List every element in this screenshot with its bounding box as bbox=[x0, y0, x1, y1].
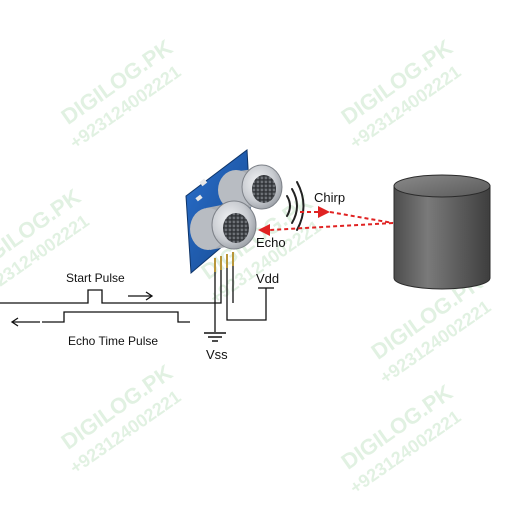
ground-symbol bbox=[204, 332, 226, 342]
start-pulse-direction-arrow bbox=[128, 291, 154, 301]
chirp-label: Chirp bbox=[314, 190, 345, 205]
sound-waves bbox=[286, 181, 305, 231]
echo-label: Echo bbox=[256, 235, 286, 250]
vss-label: Vss bbox=[206, 347, 228, 362]
circuit-wiring bbox=[0, 266, 274, 332]
echo-pulse-direction-arrow bbox=[10, 317, 40, 327]
start-pulse-label: Start Pulse bbox=[66, 271, 125, 285]
transmitter-transducer bbox=[218, 164, 283, 210]
chirp-arrow bbox=[300, 206, 394, 224]
echo-time-pulse-label: Echo Time Pulse bbox=[68, 334, 158, 348]
sensor-pins bbox=[214, 252, 234, 272]
vdd-label: Vdd bbox=[256, 271, 279, 286]
ultrasonic-sensor bbox=[185, 149, 283, 275]
echo-arrow bbox=[258, 222, 394, 236]
target-object bbox=[393, 174, 491, 290]
receiver-transducer bbox=[190, 200, 257, 250]
